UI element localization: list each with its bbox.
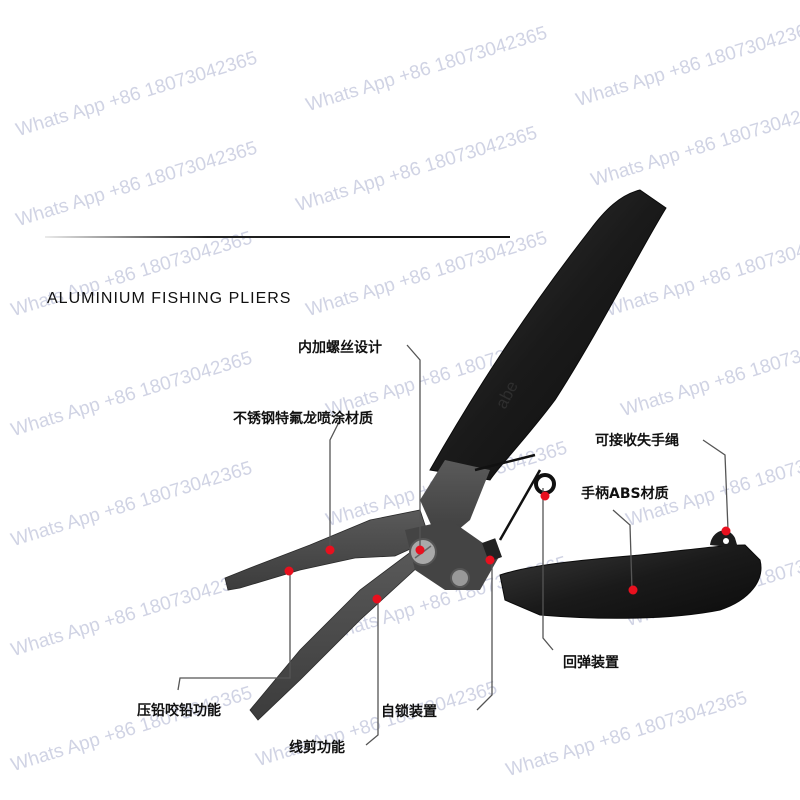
header-divider [45, 236, 510, 238]
lock-latch [482, 538, 502, 562]
callout-lock: 自锁装置 [381, 704, 437, 720]
callout-cutter: 线剪功能 [289, 740, 345, 756]
callout-lanyard: 可接收失手绳 [595, 433, 679, 449]
callout-markers [284, 491, 731, 604]
product-title: ALUMINIUM FISHING PLIERS [47, 290, 292, 307]
lock-bolt [450, 568, 470, 588]
callout-abs-handle: 手柄ABS材质 [581, 486, 669, 502]
callout-inner-screw: 内加螺丝设计 [298, 340, 382, 356]
leader-lines [177, 344, 729, 746]
upper-handle [429, 189, 667, 481]
callout-coating: 不锈钢特氟龙喷涂材质 [233, 411, 373, 427]
pivot-body [405, 520, 500, 590]
spring-wire [474, 453, 542, 541]
callout-spring: 回弹装置 [563, 655, 619, 671]
lower-handle [499, 544, 762, 619]
callout-split-shot: 压铅咬铅功能 [137, 703, 221, 719]
